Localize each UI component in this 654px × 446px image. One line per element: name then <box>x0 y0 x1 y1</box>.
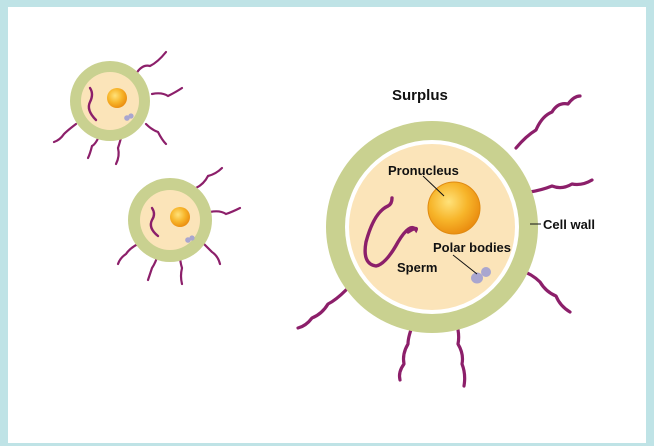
small-cell-2-polar-body <box>189 235 194 240</box>
small-egg-cell-1 <box>54 52 182 164</box>
pronucleus-label: Pronucleus <box>388 163 459 178</box>
small-cell-2-cytoplasm <box>140 190 200 250</box>
polar-body <box>471 273 483 284</box>
small-cell-1-polar-body <box>128 113 133 118</box>
sperm-label: Sperm <box>397 260 437 275</box>
cell-wall-label: Cell wall <box>543 217 595 232</box>
pronucleus-shape <box>428 182 480 234</box>
diagram-title: Surplus <box>392 87 448 104</box>
polar-bodies-label: Polar bodies <box>433 240 511 255</box>
polar-body <box>481 267 491 277</box>
small-cell-1-pronucleus <box>107 88 127 108</box>
small-egg-cell-2 <box>118 168 240 284</box>
small-cell-2-pronucleus <box>170 207 190 227</box>
